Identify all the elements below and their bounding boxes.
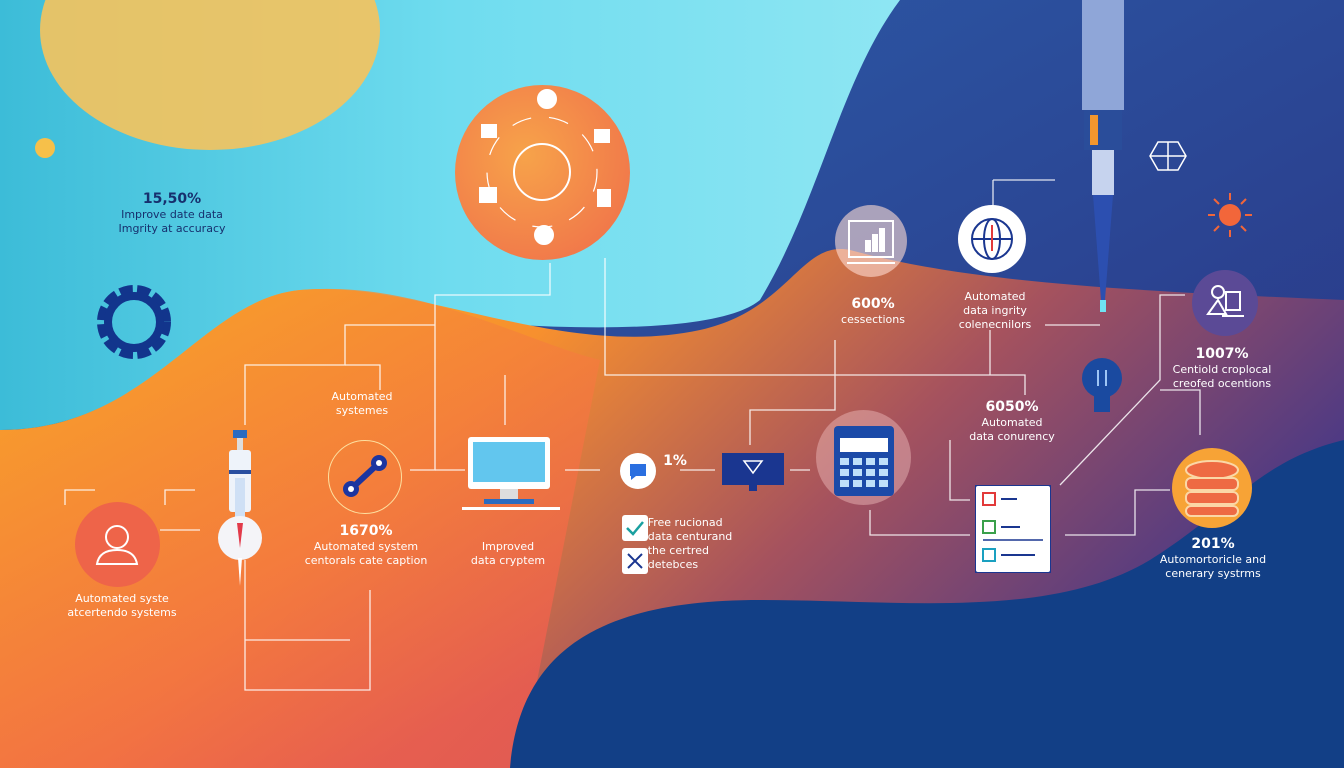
cross-icon[interactable] [622,548,648,574]
label-automated-systems: Automated systemes [331,390,393,417]
syringe-icon [218,430,262,586]
person-icon [75,502,160,587]
check-icon[interactable] [622,515,648,541]
calculator-icon [816,410,911,505]
user-desk-icon [1192,270,1258,336]
stat-consistency: 6050% Automated data conurency [969,399,1055,443]
bar-chart-icon [835,205,907,277]
label-person: Automated syste atcertendo systems [67,592,177,619]
lock-icon [1082,358,1122,412]
pipette-icon [1082,0,1124,312]
stat-integrity: 15,50% Improve date data Imgrity at accu… [118,191,226,235]
monitor-icon [722,453,784,491]
database-icon [1172,448,1252,528]
label-checklist: Free rucionad data centurand the certred… [647,516,733,571]
checklist-icon [975,485,1051,573]
label-globe: Automated data ingrity colenecnilors [958,290,1032,331]
gear-icon [97,285,171,359]
chat-icon [620,453,656,489]
stat-database: 201% Automortoricle and cenerary systrms [1159,536,1267,580]
stat-chart: 600% cessections [841,296,905,326]
sun-icon [1208,193,1252,237]
stat-chat: 1% [663,453,687,469]
label-computer: Improved data cryptem [470,540,546,567]
network-icon [1149,141,1187,171]
hub-icon [455,85,630,260]
link-icon [328,440,402,514]
globe-icon [958,205,1026,273]
computer-icon [462,437,560,510]
stat-link: 1670% Automated system centorals cate ca… [304,523,428,567]
stat-centrol: 1007% Centiold croplocal creofed ocentio… [1172,346,1272,390]
